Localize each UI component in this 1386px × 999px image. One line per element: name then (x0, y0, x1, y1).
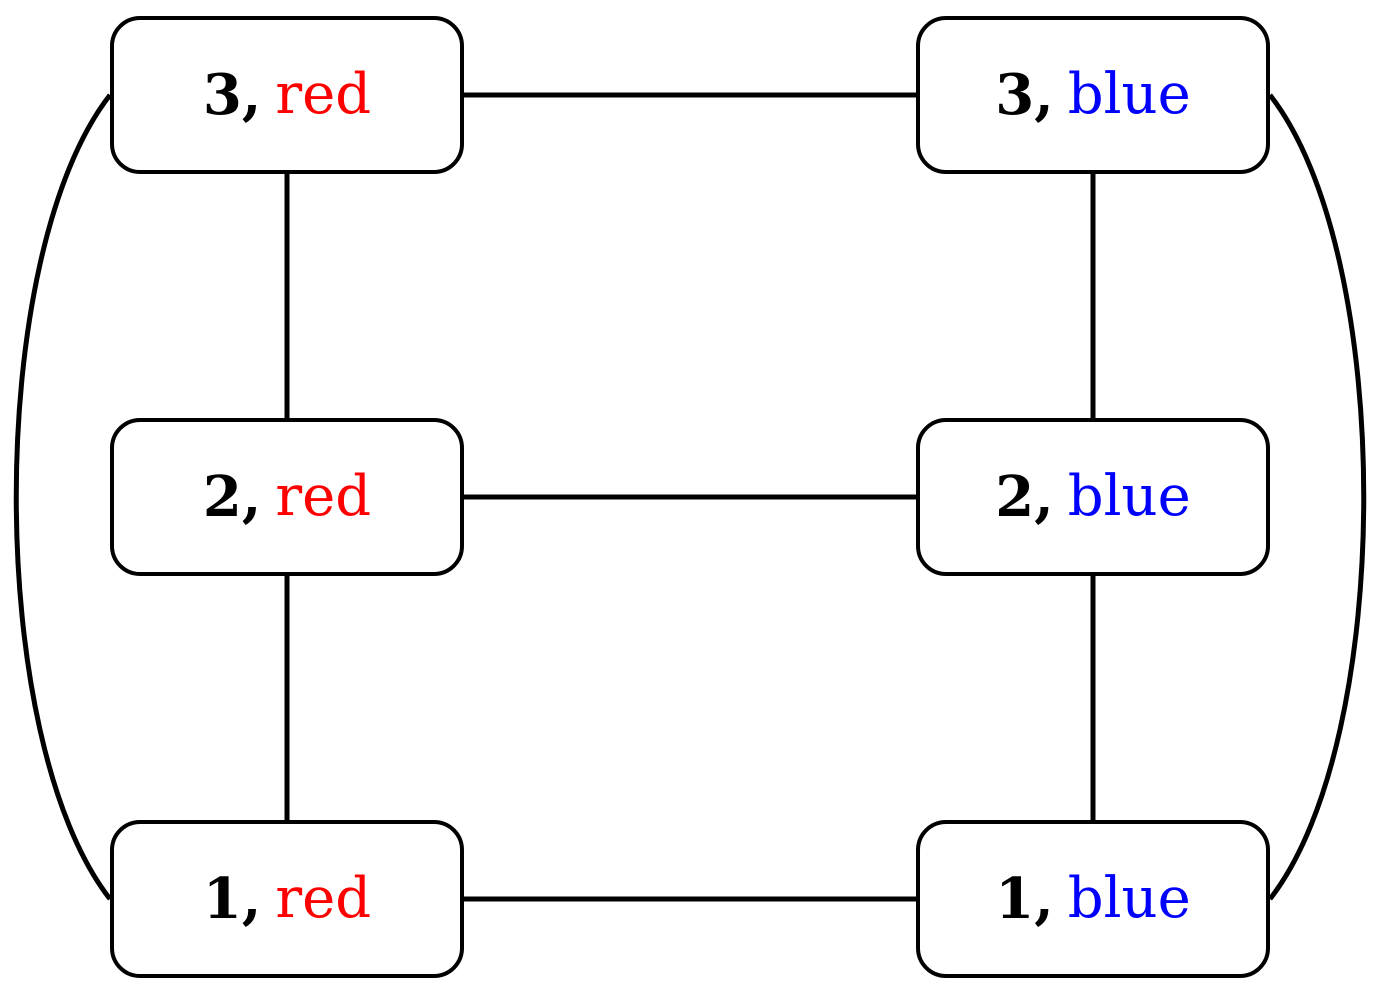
node-label-number: 3, (202, 62, 262, 128)
node-label-number: 1, (202, 866, 262, 932)
node-label-color: red (275, 62, 372, 127)
node-label-number: 2, (202, 464, 262, 530)
node-label-number: 1, (995, 866, 1054, 932)
node-2-blue: 2, blue (916, 418, 1270, 576)
node-1-red: 1, red (110, 820, 464, 978)
node-label-color: red (275, 464, 372, 529)
node-label-color: blue (1067, 62, 1191, 127)
node-1-blue: 1, blue (916, 820, 1270, 978)
node-3-blue: 3, blue (916, 16, 1270, 174)
edge-3red-1red-arc (13, 93, 112, 901)
edge-3blue-1blue-arc (1268, 93, 1367, 901)
node-label-number: 2, (995, 464, 1054, 530)
node-3-red: 3, red (110, 16, 464, 174)
node-label-color: red (275, 866, 372, 931)
node-label-color: blue (1067, 464, 1191, 529)
node-label-number: 3, (995, 62, 1054, 128)
node-label-color: blue (1067, 866, 1191, 931)
node-2-red: 2, red (110, 418, 464, 576)
